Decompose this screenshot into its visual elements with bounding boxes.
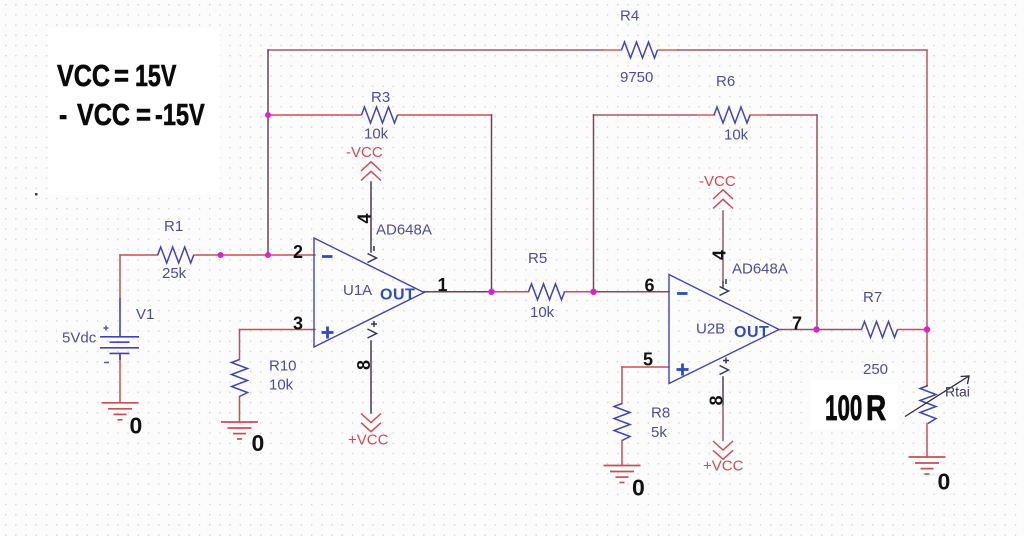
svg-text:AD648A: AD648A <box>732 261 788 278</box>
svg-text:V1: V1 <box>136 306 154 323</box>
svg-text:0: 0 <box>938 469 951 495</box>
svg-text:R8: R8 <box>651 405 670 422</box>
svg-text:U2B: U2B <box>696 321 725 338</box>
svg-text:AD648A: AD648A <box>376 222 432 239</box>
svg-text:4: 4 <box>710 250 730 260</box>
svg-text:10k: 10k <box>530 304 555 321</box>
svg-text:-VCC: -VCC <box>699 173 736 190</box>
svg-text:+VCC: +VCC <box>348 432 389 449</box>
svg-text:8: 8 <box>354 360 374 370</box>
svg-text:R7: R7 <box>863 289 882 306</box>
svg-text:6: 6 <box>645 276 655 296</box>
svg-text:250: 250 <box>863 361 888 378</box>
svg-text:=: = <box>136 98 151 133</box>
svg-text:5Vdc: 5Vdc <box>62 330 97 347</box>
svg-text:VCC: VCC <box>57 57 110 92</box>
svg-text:VCC: VCC <box>77 96 130 131</box>
svg-text:9750: 9750 <box>620 69 653 86</box>
svg-text:R: R <box>866 388 886 428</box>
svg-text:3: 3 <box>293 314 303 334</box>
svg-text:OUT: OUT <box>380 287 415 304</box>
svg-text:-: - <box>59 97 67 131</box>
svg-text:5: 5 <box>643 350 653 370</box>
svg-text:5k: 5k <box>651 424 667 441</box>
svg-text:0: 0 <box>130 413 143 439</box>
svg-text:10k: 10k <box>364 126 389 143</box>
svg-text:-VCC: -VCC <box>346 144 383 161</box>
svg-text:100: 100 <box>825 389 862 428</box>
svg-text:Rtai: Rtai <box>945 384 970 400</box>
svg-text:1: 1 <box>438 275 448 295</box>
svg-text:10k: 10k <box>269 377 294 394</box>
svg-text:25k: 25k <box>162 265 187 282</box>
svg-text:10k: 10k <box>724 127 749 144</box>
svg-text:-15V: -15V <box>155 97 205 132</box>
svg-text:R4: R4 <box>620 8 639 25</box>
svg-text:OUT: OUT <box>734 324 769 341</box>
svg-text:15V: 15V <box>135 58 177 93</box>
svg-text:7: 7 <box>792 314 802 334</box>
svg-text:R6: R6 <box>716 73 735 90</box>
svg-text:U1A: U1A <box>343 282 372 299</box>
svg-text:4: 4 <box>355 213 375 223</box>
svg-text:2: 2 <box>293 242 303 262</box>
svg-text:0: 0 <box>632 475 645 501</box>
svg-text:+VCC: +VCC <box>703 458 744 475</box>
svg-text:8: 8 <box>707 395 727 405</box>
svg-text:=: = <box>114 59 129 94</box>
svg-text:R3: R3 <box>371 89 390 106</box>
svg-text:0: 0 <box>252 430 265 456</box>
svg-text:R1: R1 <box>164 218 183 235</box>
svg-text:R10: R10 <box>269 358 297 375</box>
svg-text:R5: R5 <box>528 250 547 267</box>
